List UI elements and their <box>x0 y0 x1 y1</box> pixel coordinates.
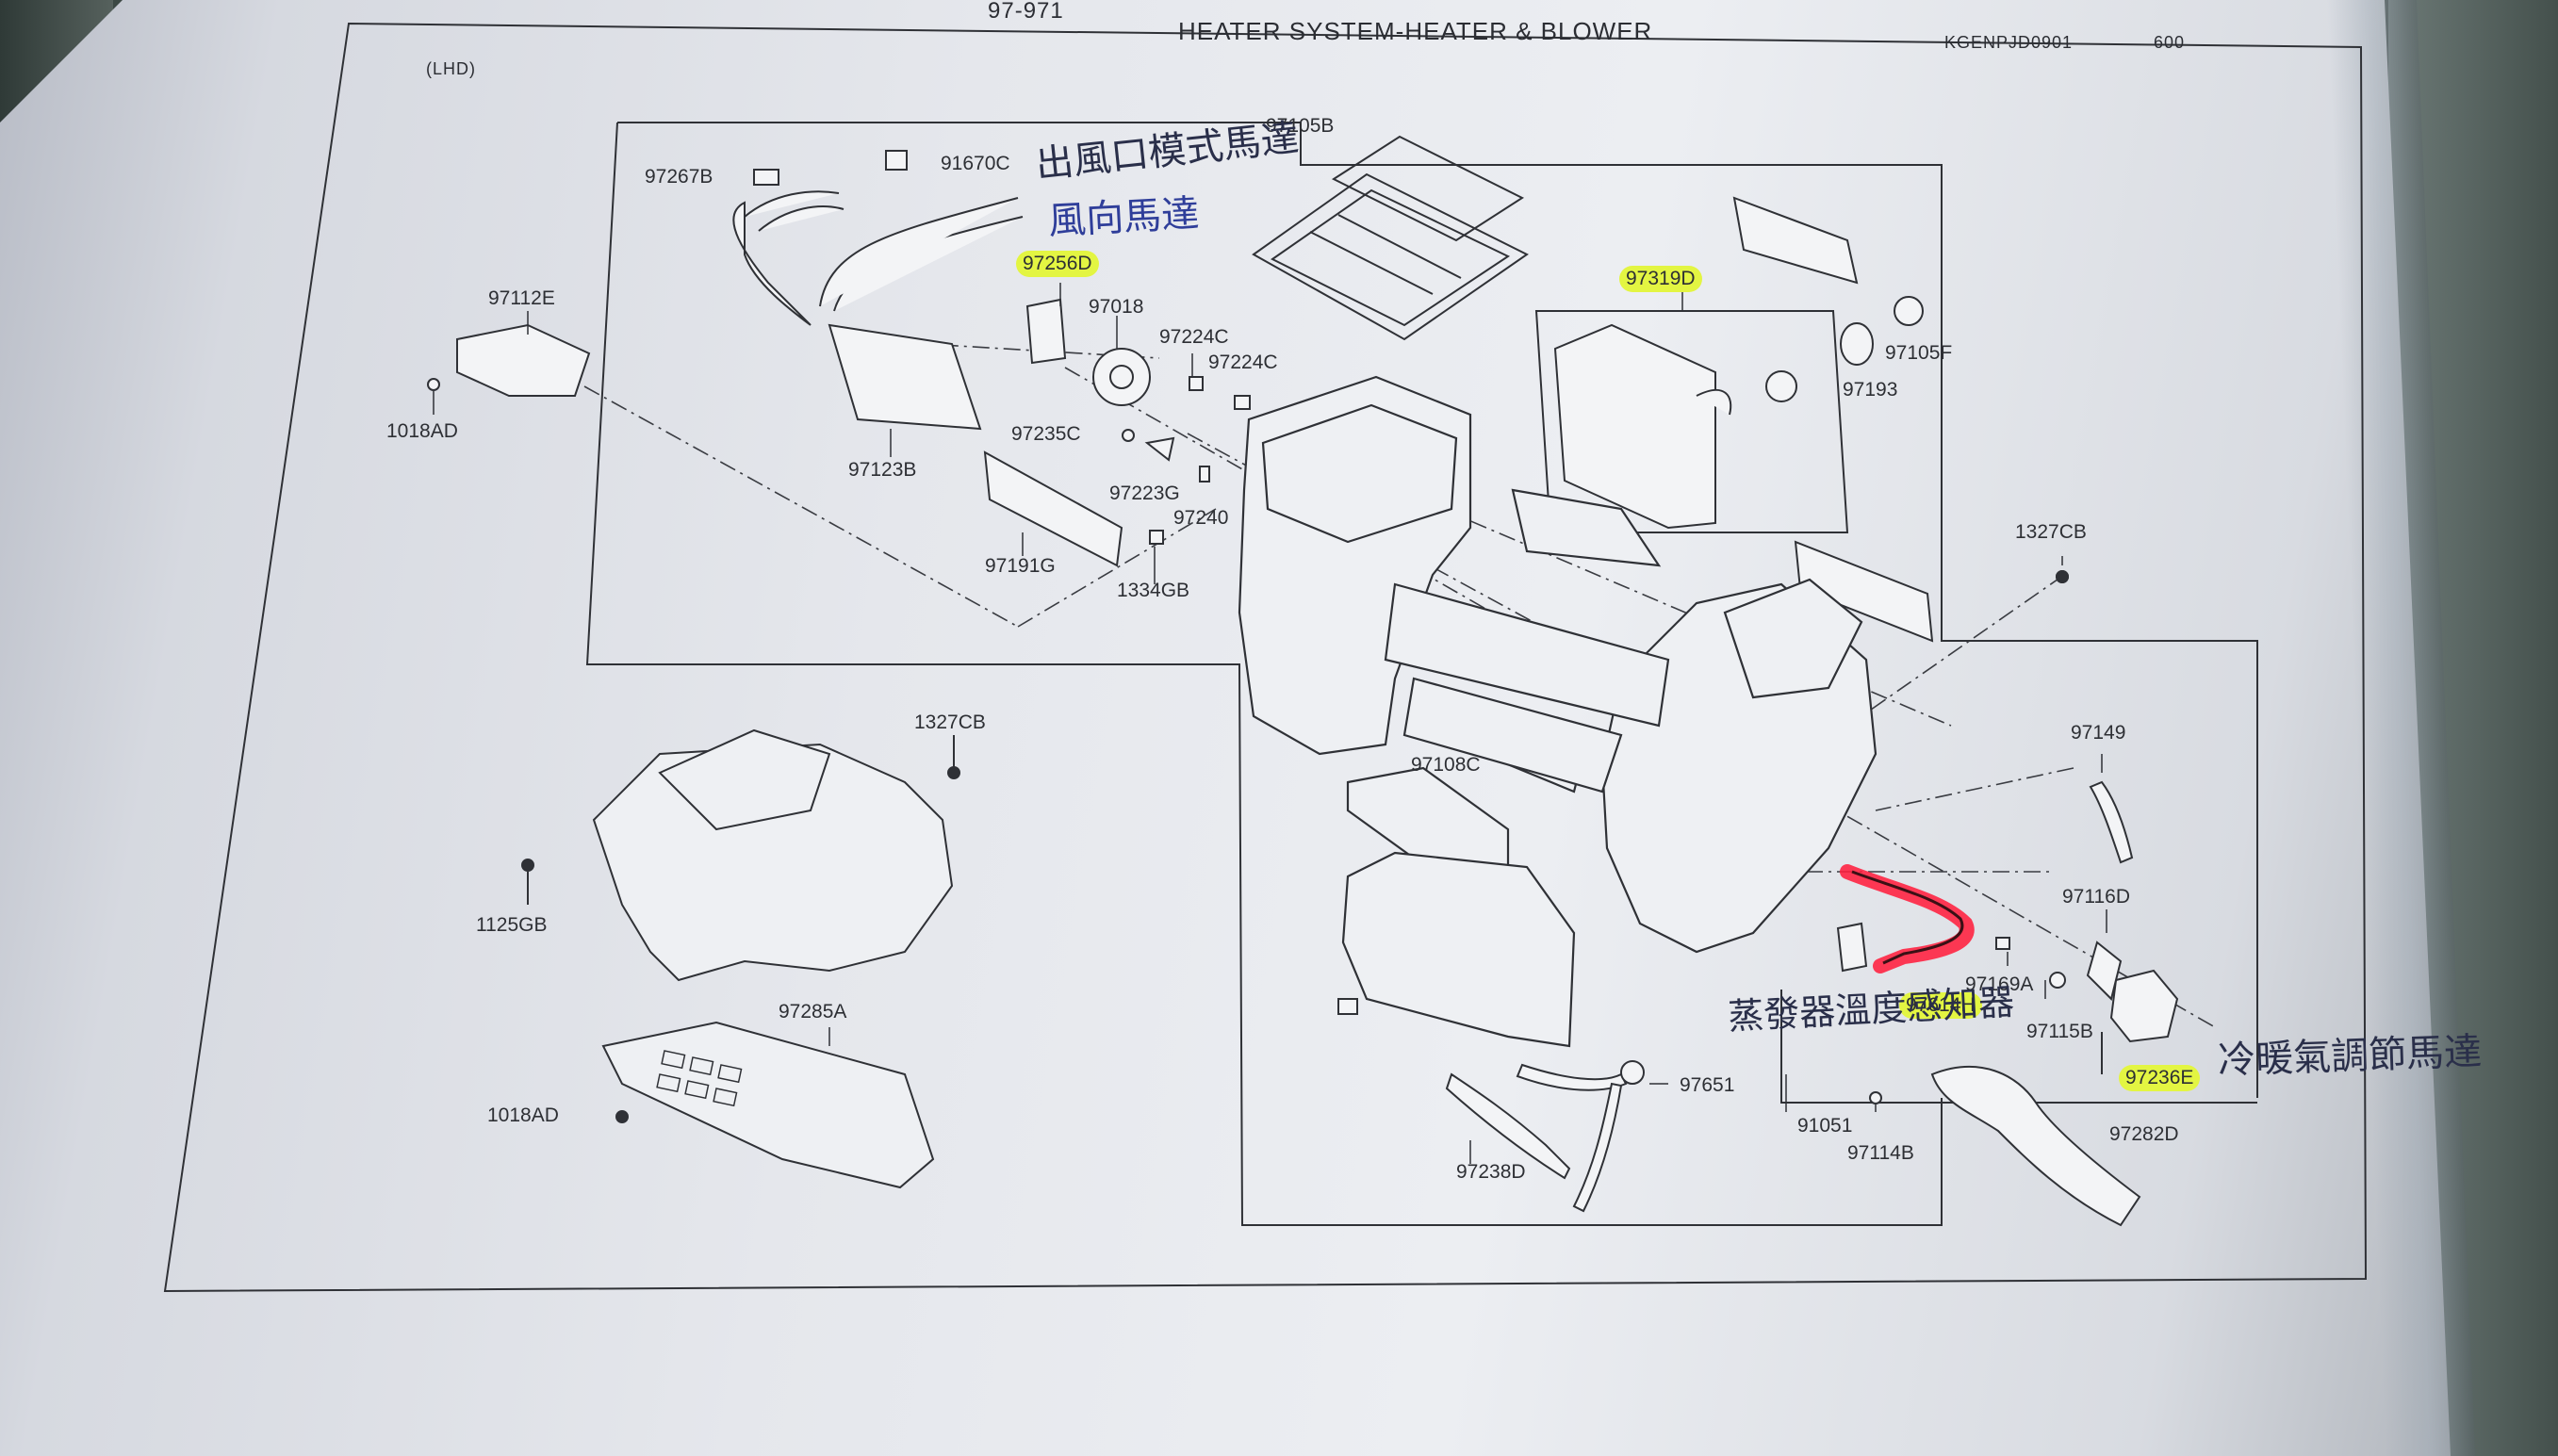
part-label: 97223G <box>1109 483 1180 504</box>
part-label: 1018AD <box>487 1104 559 1126</box>
part-label: 1125GB <box>476 914 548 936</box>
part-label: 97193 <box>1843 379 1898 401</box>
bracket-right <box>1794 540 1934 643</box>
duct-97282D <box>1930 1066 2141 1227</box>
part-label: 91051 <box>1797 1115 1853 1137</box>
part-label: 97282D <box>2109 1123 2179 1145</box>
page-title: HEATER SYSTEM-HEATER & BLOWER <box>1178 17 1653 45</box>
part-label: 97651 <box>1680 1074 1735 1096</box>
part-label: 1018AD <box>386 420 458 442</box>
hose-97238D <box>1445 1072 1571 1180</box>
part-label-highlighted: 97319D <box>1619 266 1702 292</box>
page-border <box>163 22 2368 1293</box>
part-label: 91670C <box>941 153 1010 174</box>
blend-plate <box>1402 677 1623 793</box>
sensor-bracket <box>1836 922 1868 973</box>
part-label: 1327CB <box>914 712 986 733</box>
part-label: 97116D <box>2062 886 2131 908</box>
part-label: 97235C <box>1011 423 1081 445</box>
page-ref: 97-971 <box>988 0 1064 24</box>
part-label-highlighted: 97236E <box>2119 1065 2201 1091</box>
doc-code: KGENPJD0901 <box>1944 33 2074 52</box>
part-label: 97149 <box>2071 722 2126 744</box>
part-label: 97191G <box>985 555 1056 577</box>
part-97191G <box>983 450 1123 567</box>
part-label-highlighted: 97614H <box>1899 992 1982 1019</box>
part-label: 97112E <box>488 287 555 309</box>
part-label: 97105B <box>1266 115 1335 137</box>
handwritten-note-cold-hot-motor: 冷暖氣調節馬達 <box>2217 1030 2483 1083</box>
filter-frame-97105B <box>1252 172 1529 341</box>
heater-core-97123B <box>828 323 982 431</box>
evaporator-box <box>1534 310 1849 533</box>
part-label: 97115B <box>2026 1021 2093 1042</box>
part-label-highlighted: 97256D <box>1016 251 1099 277</box>
part-label: 97105F <box>1885 342 1953 364</box>
part-label: 1334GB <box>1117 580 1190 601</box>
lower-case <box>1341 851 1576 1048</box>
hose-97651 <box>1516 1063 1628 1091</box>
part-label: 97285A <box>779 1001 847 1022</box>
part-label: 97224C <box>1159 326 1229 348</box>
actuator-97236E <box>2109 969 2179 1043</box>
part-label: 97108C <box>1411 754 1481 776</box>
part-label: 97267B <box>645 166 713 188</box>
part-label: 1327CB <box>2015 521 2087 543</box>
hose-97149 <box>2089 780 2134 864</box>
part-label: 97224C <box>1208 352 1278 373</box>
pipe-97267B <box>732 201 812 326</box>
part-label: 97123B <box>848 459 917 481</box>
page-number: 600 <box>2154 33 2186 52</box>
bracket-top-right <box>1732 196 1859 285</box>
duct-center <box>1384 582 1670 728</box>
assembly-silhouette <box>592 743 954 982</box>
handwritten-note-blower-motor: 風向馬達 <box>1047 191 1201 244</box>
evaporator-97319D <box>1553 323 1716 530</box>
part-label: 97240 <box>1173 507 1229 529</box>
part-label: 97018 <box>1089 296 1144 318</box>
motor-97256D <box>1025 298 1067 365</box>
duct-97285A <box>601 1021 935 1189</box>
variant-label: (LHD) <box>426 59 476 78</box>
part-label: 97169A <box>1965 973 2034 995</box>
part-label: 97238D <box>1456 1161 1526 1183</box>
part-label: 97114B <box>1847 1142 1914 1164</box>
